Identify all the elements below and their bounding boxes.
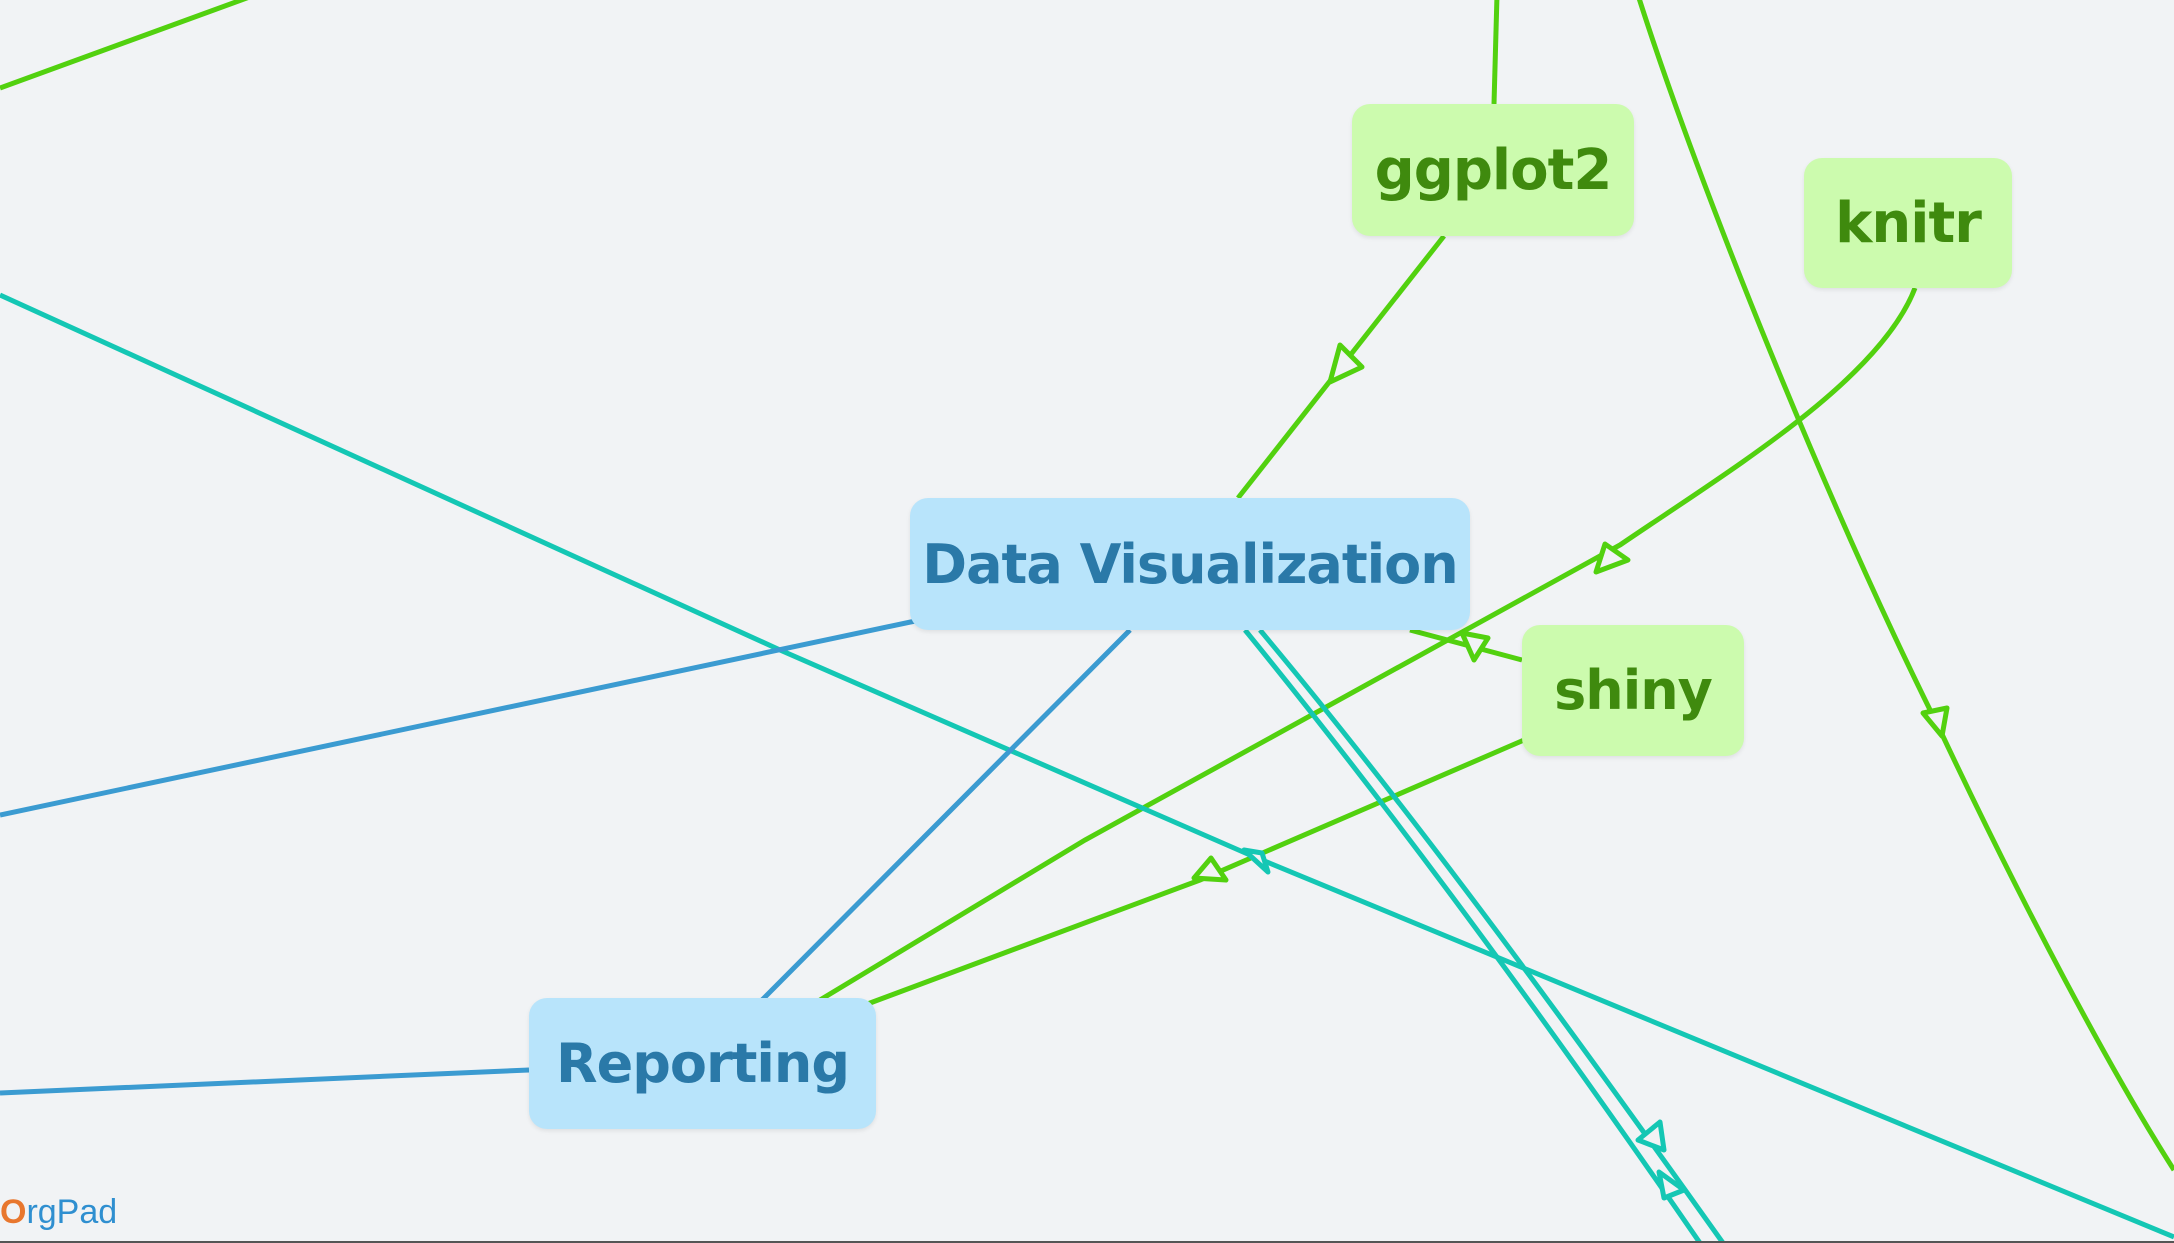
link-dataviz-to-offscreen-a[interactable] (1243, 628, 1703, 1243)
link-offscreen-to-dataviz[interactable] (0, 617, 921, 818)
node-reporting[interactable]: Reporting (529, 998, 876, 1129)
node-shiny[interactable]: shiny (1522, 625, 1744, 756)
arrowhead-knitr-reporting-2 (1459, 630, 1491, 663)
node-knitr-label: knitr (1835, 190, 1982, 256)
node-shiny-label: shiny (1554, 659, 1713, 722)
node-ggplot2[interactable]: ggplot2 (1352, 104, 1634, 236)
arrowhead-ggplot2-dataviz (1327, 342, 1365, 385)
link-offscreen-green-top-left[interactable] (0, 0, 255, 91)
bottom-divider (0, 1241, 2174, 1243)
link-dataviz-to-offscreen-b[interactable] (1258, 628, 1726, 1243)
node-ggplot2-label: ggplot2 (1374, 137, 1613, 203)
node-data-visualization[interactable]: Data Visualization (910, 498, 1470, 630)
logo-first-letter: O (0, 1192, 27, 1231)
arrowhead-knitr-reporting (1593, 541, 1631, 575)
node-knitr[interactable]: knitr (1804, 158, 2012, 288)
link-knitr-to-reporting[interactable] (818, 287, 1918, 1003)
node-data-visualization-label: Data Visualization (922, 532, 1458, 596)
node-reporting-label: Reporting (555, 1032, 850, 1095)
link-offscreen-teal-diagonal[interactable] (0, 292, 2174, 1240)
link-dataviz-to-reporting[interactable] (760, 628, 1132, 1002)
arrowhead-teal-b (1656, 1169, 1687, 1201)
link-offscreen-to-reporting[interactable] (0, 1067, 530, 1096)
arrowhead-teal-diagonal (1241, 847, 1271, 875)
arrowhead-teal-a (1635, 1119, 1667, 1153)
link-offscreen-to-ggplot2[interactable] (1491, 0, 1500, 105)
link-offscreen-green-right[interactable] (1636, 0, 2174, 1172)
logo-rest: rgPad (26, 1192, 118, 1231)
arrowhead-shiny-reporting (1191, 855, 1229, 883)
arrowhead-green-right (1920, 705, 1950, 739)
